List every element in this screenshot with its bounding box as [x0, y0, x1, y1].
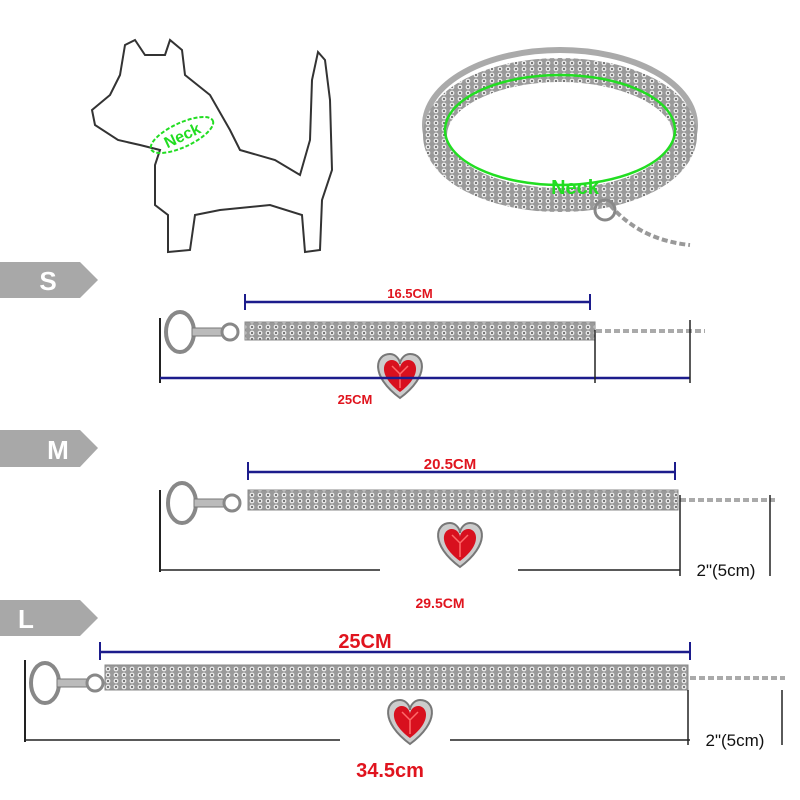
size-m-band-length: 20.5CM: [424, 456, 477, 473]
necklace-neck-label: Neck: [551, 177, 600, 199]
size-m-tab: M: [47, 435, 69, 465]
size-l-extension: 2"(5cm): [706, 731, 765, 750]
necklace-image: Neck: [422, 47, 698, 247]
size-m-total-length: 29.5CM: [415, 595, 464, 611]
size-m-row: M 20.5CM 2"(5cm) 29.5CM: [0, 430, 775, 611]
size-m-extension: 2"(5cm): [697, 561, 756, 580]
size-l-tab: L: [18, 604, 34, 634]
size-l-row: L 25CM 2"(5cm) 34.5cm: [0, 600, 785, 782]
size-l-band-length: 25CM: [338, 631, 391, 653]
size-s-total-length: 25CM: [338, 392, 373, 407]
size-s-row: S 16.5CM 25CM: [0, 262, 705, 407]
dog-outline: Neck: [90, 38, 334, 254]
size-s-tab: S: [39, 266, 56, 296]
size-s-band-length: 16.5CM: [387, 286, 433, 301]
size-l-total-length: 34.5cm: [356, 760, 424, 782]
